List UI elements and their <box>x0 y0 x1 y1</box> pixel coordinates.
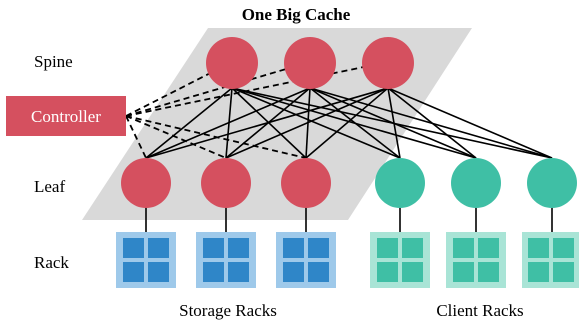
client-racks-label: Client Racks <box>436 301 523 320</box>
spine-label: Spine <box>34 52 73 71</box>
controller-link-leaf-2 <box>125 115 227 159</box>
client-rack-1 <box>370 232 430 288</box>
spine-node-3 <box>362 37 414 89</box>
controller-box <box>6 96 126 136</box>
rack-label: Rack <box>34 253 69 272</box>
spine-leaf-links <box>145 87 553 159</box>
storage-leaf-node-3 <box>281 158 331 208</box>
storage-rack-1 <box>116 232 176 288</box>
storage-rack-2 <box>196 232 256 288</box>
diagram-title: One Big Cache <box>242 5 351 24</box>
storage-leaf-node-1 <box>121 158 171 208</box>
controller-label: Controller <box>31 107 101 126</box>
client-leaf-node-1 <box>375 158 425 208</box>
leaf-rack-links <box>145 206 553 232</box>
client-leaf-node-3 <box>527 158 577 208</box>
storage-leaf-node-2 <box>201 158 251 208</box>
client-rack-2 <box>446 232 506 288</box>
controller-link-spine-2 <box>125 61 311 117</box>
client-leaf-node-2 <box>451 158 501 208</box>
storage-rack-3 <box>276 232 336 288</box>
client-rack-3 <box>522 232 579 288</box>
leaf-label: Leaf <box>34 177 65 196</box>
controller-link-leaf-1 <box>125 115 147 159</box>
storage-racks-label: Storage Racks <box>179 301 277 320</box>
spine-node-2 <box>284 37 336 89</box>
controller-link-spine-3 <box>125 61 389 117</box>
spine-node-1 <box>206 37 258 89</box>
